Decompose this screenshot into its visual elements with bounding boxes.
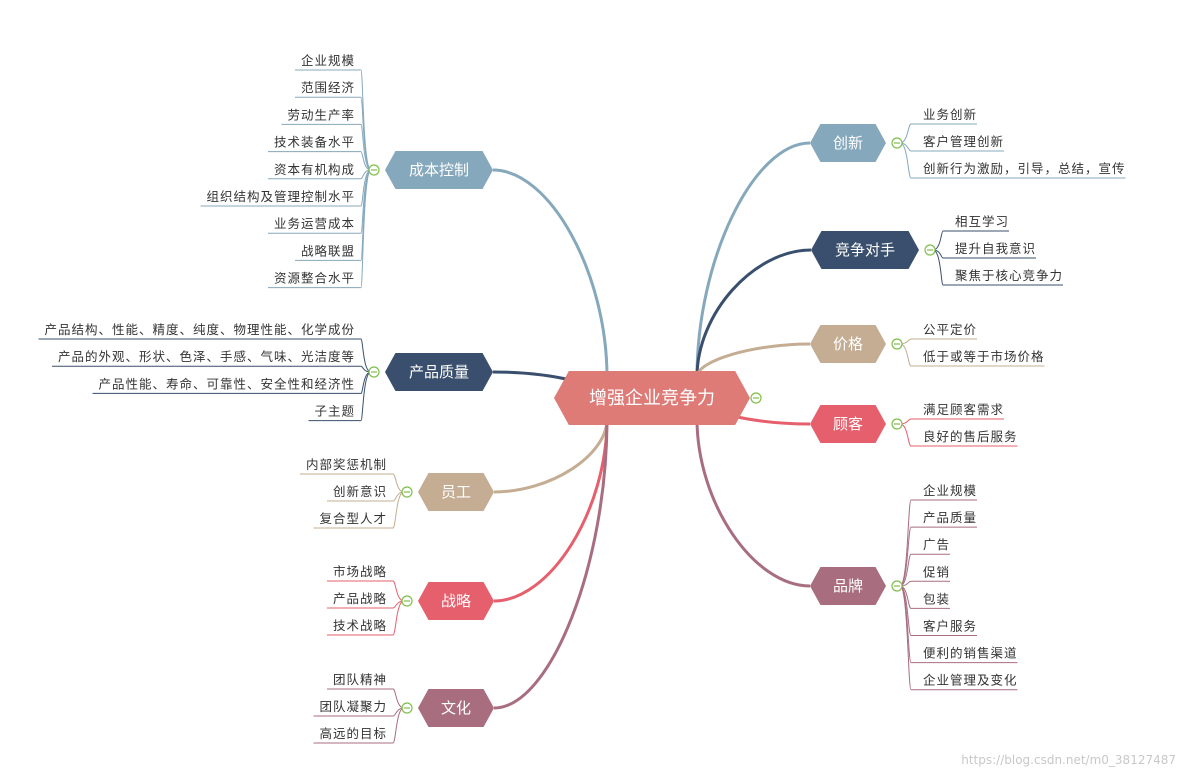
topic-node-staff[interactable]: 员工 (418, 473, 494, 511)
leaf-connector-customer (899, 418, 1005, 425)
node-layer: 企业规模范围经济劳动生产率技术装备水平资本有机构成组织结构及管理控制水平业务运营… (44, 53, 1126, 741)
leaf-label[interactable]: 资本有机构成 (274, 162, 355, 177)
leaf-connector-brand (899, 585, 1018, 691)
topic-label-strategy: 战略 (441, 592, 471, 610)
connector-culture (493, 418, 609, 710)
leaf-label[interactable]: 团队精神 (333, 672, 387, 687)
leaf-label[interactable]: 广告 (923, 537, 950, 552)
topic-label-brand: 品牌 (833, 577, 863, 595)
collapse-toggle-innovation[interactable] (891, 137, 903, 149)
collapse-toggle-staff[interactable] (401, 486, 413, 498)
leaf-label[interactable]: 技术战略 (333, 618, 387, 633)
topic-label-culture: 文化 (441, 699, 471, 717)
collapse-toggle-brand[interactable] (891, 580, 903, 592)
topic-node-brand[interactable]: 品牌 (810, 567, 886, 605)
leaf-label[interactable]: 客户管理创新 (923, 134, 1004, 149)
topic-label-price: 价格 (833, 335, 863, 353)
leaf-label[interactable]: 内部奖惩机制 (306, 457, 387, 472)
connector-staff (493, 418, 609, 494)
leaf-label[interactable]: 产品的外观、形状、色泽、手感、气味、光洁度等 (58, 349, 355, 364)
collapse-toggle-cost[interactable] (368, 164, 380, 176)
collapse-toggle-culture[interactable] (401, 702, 413, 714)
leaf-label[interactable]: 企业规模 (301, 53, 355, 68)
leaf-label[interactable]: 创新行为激励，引导，总结，宣传 (923, 161, 1126, 176)
topic-node-culture[interactable]: 文化 (418, 689, 494, 727)
leaf-label[interactable]: 产品质量 (923, 510, 977, 525)
leaf-label[interactable]: 企业管理及变化 (923, 673, 1018, 688)
topic-node-innovation[interactable]: 创新 (810, 124, 886, 162)
topic-node-customer[interactable]: 顾客 (810, 405, 886, 443)
topic-label-quality: 产品质量 (409, 363, 469, 381)
leaf-label[interactable]: 资源整合水平 (274, 271, 355, 286)
topic-node-price[interactable]: 价格 (810, 325, 886, 363)
leaf-label[interactable]: 高远的目标 (319, 726, 387, 741)
leaf-label[interactable]: 劳动生产率 (287, 107, 355, 122)
topic-node-quality[interactable]: 产品质量 (385, 353, 493, 391)
connector-brand (695, 418, 811, 588)
topic-node-competitor[interactable]: 竞争对手 (811, 231, 919, 269)
leaf-label[interactable]: 业务创新 (923, 107, 977, 122)
leaf-label[interactable]: 便利的销售渠道 (923, 646, 1018, 661)
leaf-label[interactable]: 客户服务 (923, 619, 977, 634)
watermark-text: https://blog.csdn.net/m0_38127487 (961, 753, 1176, 767)
leaf-connector-price (899, 338, 978, 345)
topic-node-strategy[interactable]: 战略 (418, 582, 494, 620)
topic-label-cost: 成本控制 (409, 161, 469, 179)
leaf-label[interactable]: 产品性能、寿命、可靠性、安全性和经济性 (98, 376, 355, 391)
leaf-connector-brand (899, 580, 951, 587)
leaf-connector-quality (51, 365, 372, 373)
collapse-toggle-strategy[interactable] (401, 595, 413, 607)
leaf-connector-cost (267, 169, 372, 289)
leaf-label[interactable]: 满足顾客需求 (923, 402, 1004, 417)
leaf-label[interactable]: 包装 (923, 591, 950, 606)
leaf-label[interactable]: 公平定价 (923, 322, 977, 337)
collapse-toggle-quality[interactable] (368, 366, 380, 378)
connector-innovation (695, 141, 811, 378)
collapse-toggle-root[interactable] (750, 392, 762, 404)
leaf-label[interactable]: 团队凝聚力 (319, 699, 387, 714)
leaf-label[interactable]: 产品结构、性能、精度、纯度、物理性能、化学成份 (44, 322, 355, 337)
topic-label-staff: 员工 (441, 483, 471, 501)
leaf-label[interactable]: 良好的售后服务 (923, 429, 1018, 444)
leaf-label[interactable]: 相互学习 (955, 214, 1009, 229)
leaf-label[interactable]: 聚焦于核心竞争力 (955, 268, 1063, 283)
connector-competitor (695, 248, 812, 378)
leaf-label[interactable]: 组织结构及管理控制水平 (206, 189, 355, 204)
leaf-label[interactable]: 产品战略 (333, 591, 387, 606)
topic-node-cost[interactable]: 成本控制 (385, 151, 493, 189)
leaf-label[interactable]: 技术装备水平 (274, 135, 355, 150)
topic-label-innovation: 创新 (833, 134, 863, 152)
root-label: 增强企业竞争力 (589, 388, 715, 409)
leaf-label[interactable]: 复合型人才 (319, 511, 387, 526)
topic-label-customer: 顾客 (833, 415, 863, 433)
leaf-label[interactable]: 子主题 (314, 404, 355, 419)
leaf-label[interactable]: 创新意识 (333, 484, 387, 499)
collapse-toggle-price[interactable] (891, 338, 903, 350)
leaf-label[interactable]: 市场战略 (333, 564, 387, 579)
leaf-connector-cost (294, 96, 372, 171)
leaf-label[interactable]: 业务运营成本 (274, 216, 355, 231)
connector-cost (492, 168, 609, 378)
collapse-toggle-competitor[interactable] (924, 244, 936, 256)
topic-label-competitor: 竞争对手 (835, 241, 895, 259)
collapse-toggle-customer[interactable] (891, 418, 903, 430)
leaf-label[interactable]: 低于或等于市场价格 (923, 349, 1045, 364)
root-node[interactable]: 增强企业竞争力 (554, 371, 750, 425)
leaf-label[interactable]: 提升自我意识 (955, 241, 1036, 256)
leaf-label[interactable]: 范围经济 (301, 80, 355, 95)
leaf-label[interactable]: 战略联盟 (301, 243, 355, 258)
leaf-label[interactable]: 促销 (923, 564, 950, 579)
connector-strategy (493, 418, 609, 603)
leaf-label[interactable]: 企业规模 (923, 483, 977, 498)
